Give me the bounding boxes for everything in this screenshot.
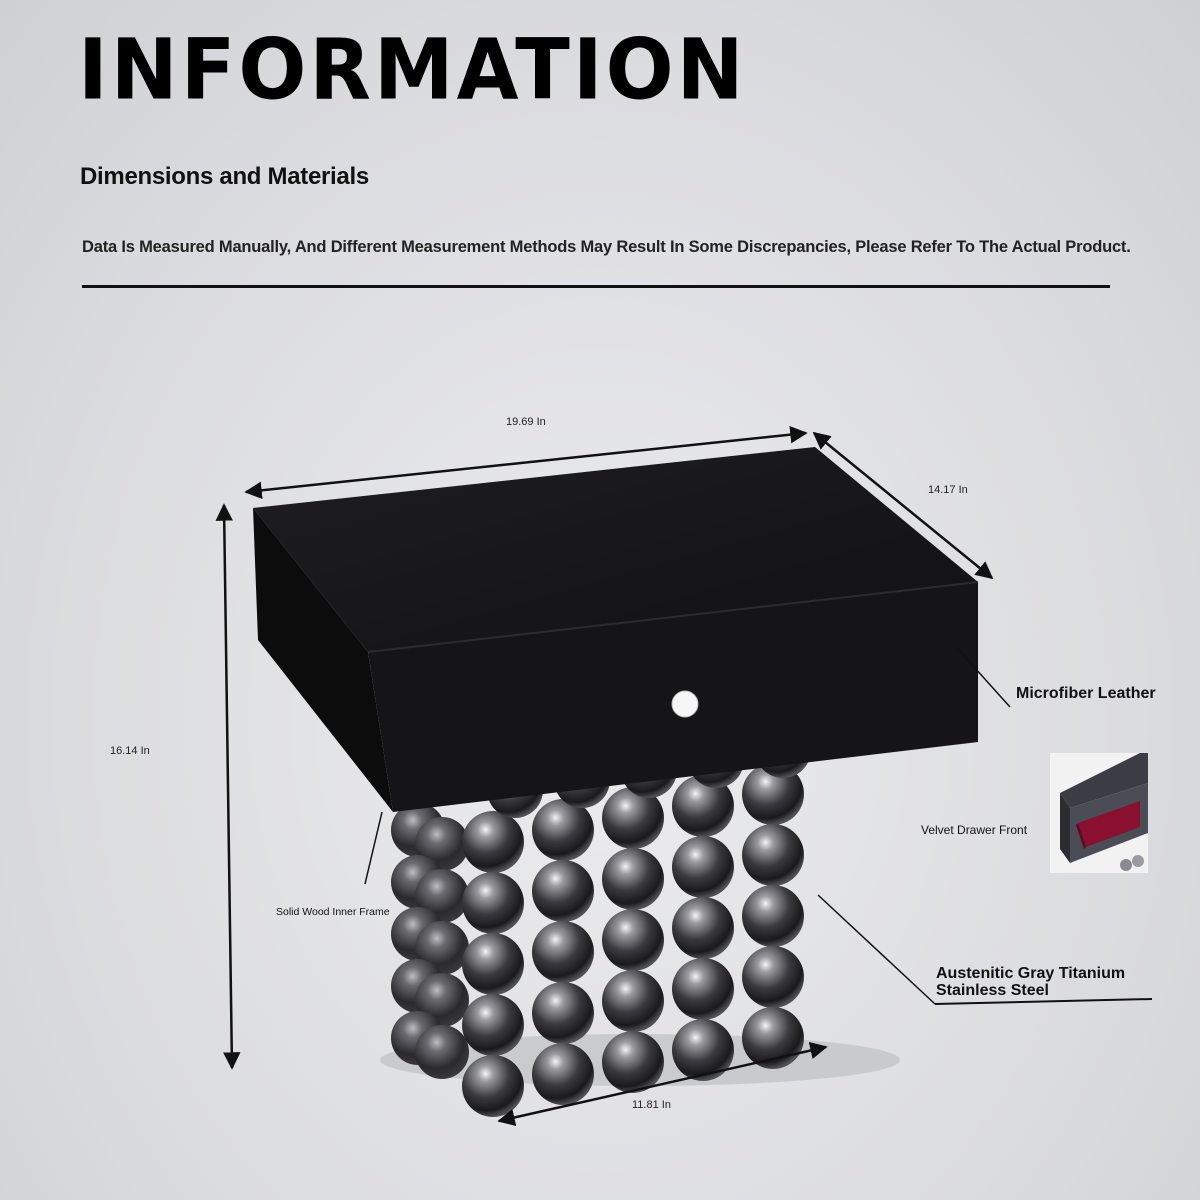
frame-label: Solid Wood Inner Frame	[276, 906, 390, 918]
steel-sphere	[602, 909, 664, 971]
steel-sphere	[462, 933, 524, 995]
depth-dimension-line	[812, 431, 994, 580]
steel-sphere	[532, 860, 594, 922]
steel-leader	[817, 894, 936, 1005]
steel-label: Austenitic Gray Titanium Stainless Steel	[936, 965, 1125, 999]
cabinet-side	[253, 508, 393, 812]
base-dimension-line	[497, 1041, 828, 1127]
steel-sphere	[532, 982, 594, 1044]
drawer-knob	[671, 690, 699, 718]
page-title: INFORMATION	[78, 20, 747, 119]
width-dimension-line	[244, 425, 808, 500]
steel-sphere	[532, 799, 594, 861]
base-label: 11.81 In	[632, 1099, 671, 1111]
steel-sphere	[602, 1031, 664, 1093]
steel-sphere	[672, 958, 734, 1020]
steel-sphere	[462, 994, 524, 1056]
steel-sphere	[462, 872, 524, 934]
leather-label: Microfiber Leather	[1016, 685, 1156, 702]
frame-leader	[364, 811, 383, 885]
velvet-lining	[1078, 801, 1140, 847]
velvet-drawer-thumbnail	[1049, 752, 1149, 874]
steel-sphere	[742, 885, 804, 947]
steel-sphere	[672, 836, 734, 898]
steel-sphere	[462, 1055, 524, 1117]
width-label: 19.69 In	[506, 416, 546, 428]
leather-leader	[956, 647, 1011, 708]
steel-label-line1: Austenitic Gray Titanium	[936, 965, 1126, 982]
height-dimension-line	[215, 503, 241, 1070]
steel-sphere	[462, 811, 524, 873]
steel-sphere	[742, 824, 804, 886]
steel-underline	[934, 998, 1153, 1005]
steel-sphere	[602, 970, 664, 1032]
steel-sphere	[602, 848, 664, 910]
steel-sphere	[672, 1019, 734, 1081]
steel-sphere	[742, 946, 804, 1008]
steel-sphere	[602, 787, 664, 849]
steel-label-line2: Stainless Steel	[936, 982, 1049, 999]
velvet-label: Velvet Drawer Front	[921, 823, 1028, 837]
height-label: 16.14 In	[110, 745, 150, 757]
steel-sphere	[415, 1025, 469, 1079]
drawer-front	[368, 582, 978, 812]
sphere-column	[391, 722, 811, 1117]
measurement-note: Data Is Measured Manually, And Different…	[82, 238, 1131, 256]
divider	[82, 285, 1110, 288]
steel-sphere	[742, 763, 804, 825]
steel-sphere	[672, 897, 734, 959]
steel-sphere	[532, 921, 594, 983]
steel-sphere	[532, 1043, 594, 1105]
steel-sphere	[672, 775, 734, 837]
depth-label: 14.17 In	[928, 484, 968, 496]
section-subtitle: Dimensions and Materials	[80, 163, 369, 190]
